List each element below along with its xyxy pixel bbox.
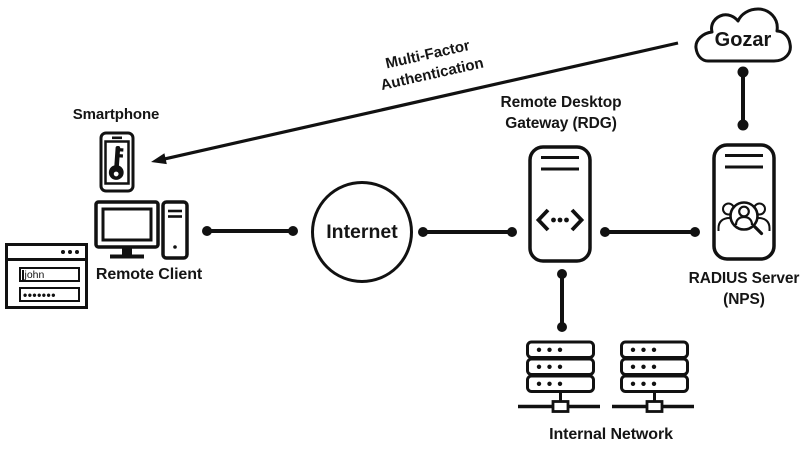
password-field: •••••••: [19, 287, 80, 302]
password-masked-value: •••••••: [23, 287, 56, 302]
mfa-arrow: [151, 41, 679, 165]
login-window: john •••••••: [5, 243, 88, 309]
code-chevrons-icon: [535, 208, 585, 232]
cloud-icon: [694, 7, 792, 63]
server-rack-icon: [518, 340, 600, 413]
rdg-label-line1: Remote Desktop: [500, 94, 622, 111]
text-cursor-icon: [22, 269, 24, 280]
rdg-label-line2: Gateway (RDG): [505, 115, 617, 132]
login-window-titlebar: [8, 246, 85, 261]
monitor-icon: [94, 200, 160, 259]
rdg-label: Remote Desktop Gateway (RDG): [479, 92, 643, 134]
smartphone-icon: [99, 131, 135, 193]
rdg-server-icon: [528, 145, 592, 263]
three-dots-icon: [61, 250, 79, 254]
username-value: john: [24, 268, 45, 281]
radius-label-line2: (NPS): [723, 291, 765, 308]
link-client-internet: [202, 226, 298, 236]
radius-label: RADIUS Server (NPS): [662, 268, 800, 310]
username-field: john: [19, 267, 80, 282]
key-icon: [108, 146, 124, 180]
internet-node: Internet: [311, 181, 413, 283]
link-cloud-radius: [737, 66, 749, 131]
internet-label: Internet: [326, 220, 398, 243]
user-search-icon: [717, 201, 771, 236]
radius-server-icon: [712, 143, 776, 261]
link-internet-rdg: [418, 227, 517, 237]
cloud-label: Gozar: [714, 29, 772, 51]
smartphone-label: Smartphone: [72, 106, 160, 123]
server-rack-icon: [612, 340, 694, 413]
link-rdg-radius: [600, 227, 700, 237]
remote-client-label: Remote Client: [95, 266, 203, 283]
link-rdg-internal-network: [557, 269, 567, 332]
tower-pc-icon: [161, 200, 189, 260]
internal-network-label: Internal Network: [549, 426, 673, 443]
radius-label-line1: RADIUS Server: [688, 270, 800, 287]
